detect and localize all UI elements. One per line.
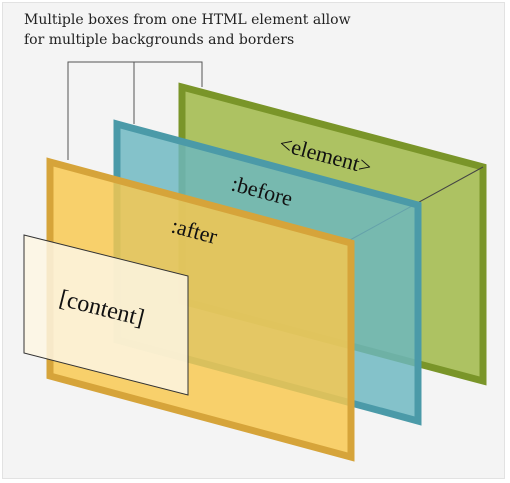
caption-line-2: for multiple backgrounds and borders (24, 32, 295, 48)
caption-line-1: Multiple boxes from one HTML element all… (24, 12, 351, 28)
content-layer: [content] (23, 234, 189, 396)
callout-bracket (67, 61, 203, 160)
bracket-outer-line (67, 61, 203, 160)
content-box (23, 234, 189, 396)
diagram-caption: Multiple boxes from one HTML element all… (24, 10, 464, 50)
